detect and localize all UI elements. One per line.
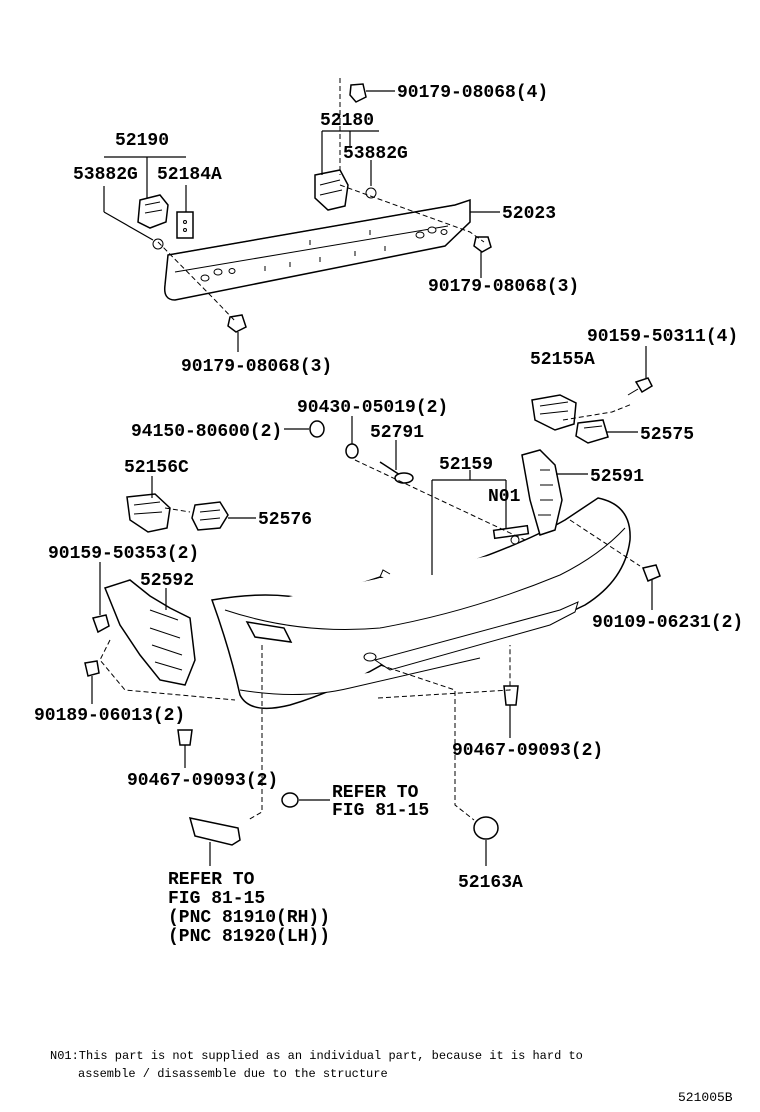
label-53882G-right: 53882G xyxy=(343,144,408,164)
clip-refer-81-15 xyxy=(281,792,299,808)
nut-90430 xyxy=(345,443,359,459)
label-52156C: 52156C xyxy=(124,458,189,478)
label-52180: 52180 xyxy=(320,111,374,131)
screw-90159-50353 xyxy=(92,614,110,634)
leader-lines xyxy=(91,90,653,866)
nut-90179-left xyxy=(227,314,247,333)
bracket-52156C xyxy=(126,493,171,533)
label-52184A: 52184A xyxy=(157,165,222,185)
label-90179-08068-3-left: 90179-08068(3) xyxy=(181,357,332,377)
bracket-52575 xyxy=(575,419,609,444)
label-52592: 52592 xyxy=(140,571,194,591)
reinforcement-holes xyxy=(200,226,448,282)
retainer-52591 xyxy=(521,449,563,536)
label-pnc-81920: (PNC 81920(LH)) xyxy=(168,927,330,947)
label-refer-to-right: REFER TO xyxy=(332,783,419,803)
label-52163A: 52163A xyxy=(458,873,523,893)
figure-code: 521005B xyxy=(678,1090,733,1105)
label-90467-09093-right: 90467-09093(2) xyxy=(452,741,603,761)
label-94150-80600: 94150-80600(2) xyxy=(131,422,282,442)
footnote: N01:This part is not supplied as an indi… xyxy=(50,1049,583,1081)
label-52791: 52791 xyxy=(370,423,424,443)
label-52575: 52575 xyxy=(640,425,694,445)
label-52190: 52190 xyxy=(115,131,169,151)
bolt-90189-06013 xyxy=(84,660,100,677)
label-52023: 52023 xyxy=(502,204,556,224)
label-53882G-left: 53882G xyxy=(73,165,138,185)
label-N01: N01 xyxy=(488,487,521,507)
bolt-90109-06231 xyxy=(641,564,661,582)
bracket-52155A xyxy=(531,394,577,431)
clip-90467-right xyxy=(503,685,519,706)
label-90467-09093-left: 90467-09093(2) xyxy=(127,771,278,791)
grommet-94150 xyxy=(309,420,325,438)
label-fig-81-15-right: FIG 81-15 xyxy=(332,801,429,821)
screw-90159-50311 xyxy=(627,377,653,396)
bracket-52576 xyxy=(191,501,229,531)
label-52576: 52576 xyxy=(258,510,312,530)
cap-52163A xyxy=(473,816,499,840)
label-fig-81-15-left: FIG 81-15 xyxy=(168,889,265,909)
label-52155A: 52155A xyxy=(530,350,595,370)
label-90109-06231: 90109-06231(2) xyxy=(592,613,743,633)
bracket-52190-left xyxy=(137,194,194,250)
label-90179-08068-3-mid: 90179-08068(3) xyxy=(428,277,579,297)
nut-90179-top xyxy=(473,236,492,253)
label-52591: 52591 xyxy=(590,467,644,487)
label-pnc-81910: (PNC 81910(RH)) xyxy=(168,908,330,928)
part-N01 xyxy=(492,524,530,545)
label-90430-05019: 90430-05019(2) xyxy=(297,398,448,418)
footnote-line-2: assemble / disassemble due to the struct… xyxy=(78,1067,388,1081)
label-90189-06013: 90189-06013(2) xyxy=(34,706,185,726)
bracket-52180-right xyxy=(314,83,377,211)
clip-90467-left xyxy=(177,729,193,746)
label-90159-50353: 90159-50353(2) xyxy=(48,544,199,564)
part-labels: 90179-08068(4) 52180 53882G 52190 53882G… xyxy=(34,83,743,947)
bumper-cover-52159 xyxy=(210,497,631,710)
label-90179-08068-4: 90179-08068(4) xyxy=(397,83,548,103)
bumper-reinforcement-52023 xyxy=(163,198,471,301)
bolt-52791 xyxy=(379,461,414,484)
footnote-line-1: N01:This part is not supplied as an indi… xyxy=(50,1049,583,1063)
label-refer-to-left: REFER TO xyxy=(168,870,255,890)
label-52159: 52159 xyxy=(439,455,493,475)
assembly-lines xyxy=(99,78,641,821)
reflector-81910 xyxy=(188,817,241,846)
label-90159-50311: 90159-50311(4) xyxy=(587,327,738,347)
retainer-52592 xyxy=(104,579,196,686)
